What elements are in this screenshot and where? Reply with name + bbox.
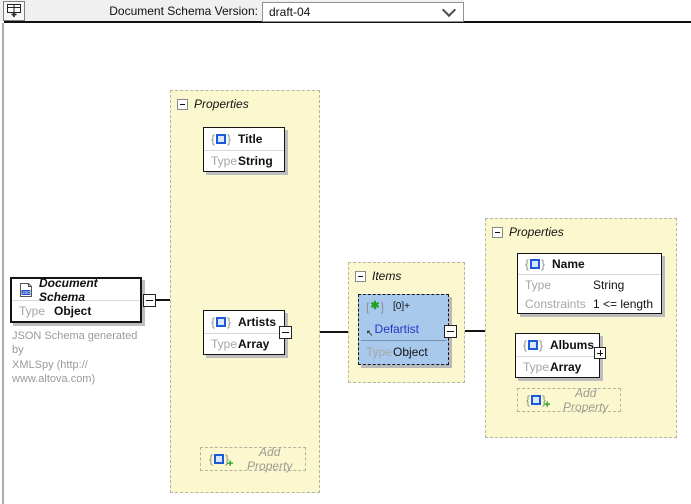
connector-line: [457, 330, 500, 332]
property-brace-icon: {}: [211, 132, 232, 146]
type-label: Type: [19, 304, 46, 318]
def-reference-arrow-icon: ↖: [366, 327, 374, 338]
type-label: Type: [366, 345, 393, 359]
def-label: Def: [374, 322, 394, 336]
connector-collapse-icon[interactable]: [444, 325, 457, 338]
collapse-minus-icon[interactable]: [492, 226, 503, 238]
item-index: [0]+: [393, 301, 410, 312]
constraints-value: 1 <= length: [593, 297, 654, 311]
add-property-button[interactable]: {}+ Add Property: [517, 386, 621, 414]
schema-version-label: Document Schema Version:: [109, 4, 258, 18]
pane-border: [2, 23, 4, 504]
type-label: Type: [523, 360, 550, 374]
def-value: artist: [393, 322, 420, 336]
type-value: String: [593, 278, 625, 292]
row-divider: [361, 340, 446, 341]
type-value: String: [238, 154, 273, 168]
schema-generated-caption: JSON Schema generated by XMLSpy (http://…: [12, 330, 138, 385]
chevron-down-icon: [441, 2, 457, 18]
add-property-button[interactable]: {}+ Add Property: [200, 445, 306, 473]
type-value: Object: [54, 304, 92, 318]
property-brace-icon: {}: [525, 257, 546, 271]
name-property-node[interactable]: {} Name Type String Constraints 1 <= len…: [517, 253, 662, 314]
property-name: Title: [238, 132, 263, 146]
insert-row-icon: [6, 2, 22, 21]
container-label: Properties: [194, 97, 249, 111]
property-brace-icon: {}: [211, 315, 232, 329]
property-name: Name: [552, 257, 585, 271]
svg-text:JSO: JSO: [22, 290, 31, 295]
json-document-icon: JSO: [19, 282, 33, 298]
schema-version-dropdown[interactable]: draft-04: [262, 2, 464, 22]
title-property-node[interactable]: {} Title Type String: [203, 127, 285, 172]
type-value: Array: [550, 360, 582, 374]
node-title: Document Schema: [39, 275, 98, 304]
artists-property-node[interactable]: {} Artists Type Array: [203, 310, 285, 355]
connector-collapse-icon[interactable]: [279, 326, 292, 339]
add-property-icon: {}+: [526, 393, 551, 411]
connector-expand-icon[interactable]: [594, 347, 606, 359]
constraints-label: Constraints: [525, 297, 586, 311]
collapse-minus-icon[interactable]: [177, 98, 188, 110]
add-property-icon: {}+: [209, 452, 234, 470]
array-item-icon: [✱]: [366, 299, 384, 314]
type-value: Object: [393, 345, 428, 359]
albums-property-node[interactable]: {} Albums Type Array: [515, 333, 600, 378]
type-value: Array: [238, 337, 270, 351]
toolbar-divider: [4, 21, 691, 23]
property-brace-icon: {}: [523, 338, 544, 352]
container-label: Items: [372, 269, 402, 283]
connector-collapse-icon[interactable]: [143, 294, 156, 307]
schema-table-add-button[interactable]: [3, 1, 25, 21]
artist-item-node[interactable]: [✱] [0]+ ↖ Def artist Type Object: [358, 294, 449, 365]
type-label: Type: [211, 154, 238, 168]
connector-line: [292, 331, 358, 333]
schema-version-value: draft-04: [269, 5, 311, 19]
container-label: Properties: [509, 225, 564, 239]
collapse-minus-icon[interactable]: [355, 270, 366, 282]
type-label: Type: [525, 278, 552, 292]
property-name: Albums: [550, 338, 595, 352]
document-schema-node[interactable]: JSO Document Schema Type Object: [10, 275, 142, 323]
type-label: Type: [211, 337, 238, 351]
property-name: Artists: [238, 315, 277, 329]
